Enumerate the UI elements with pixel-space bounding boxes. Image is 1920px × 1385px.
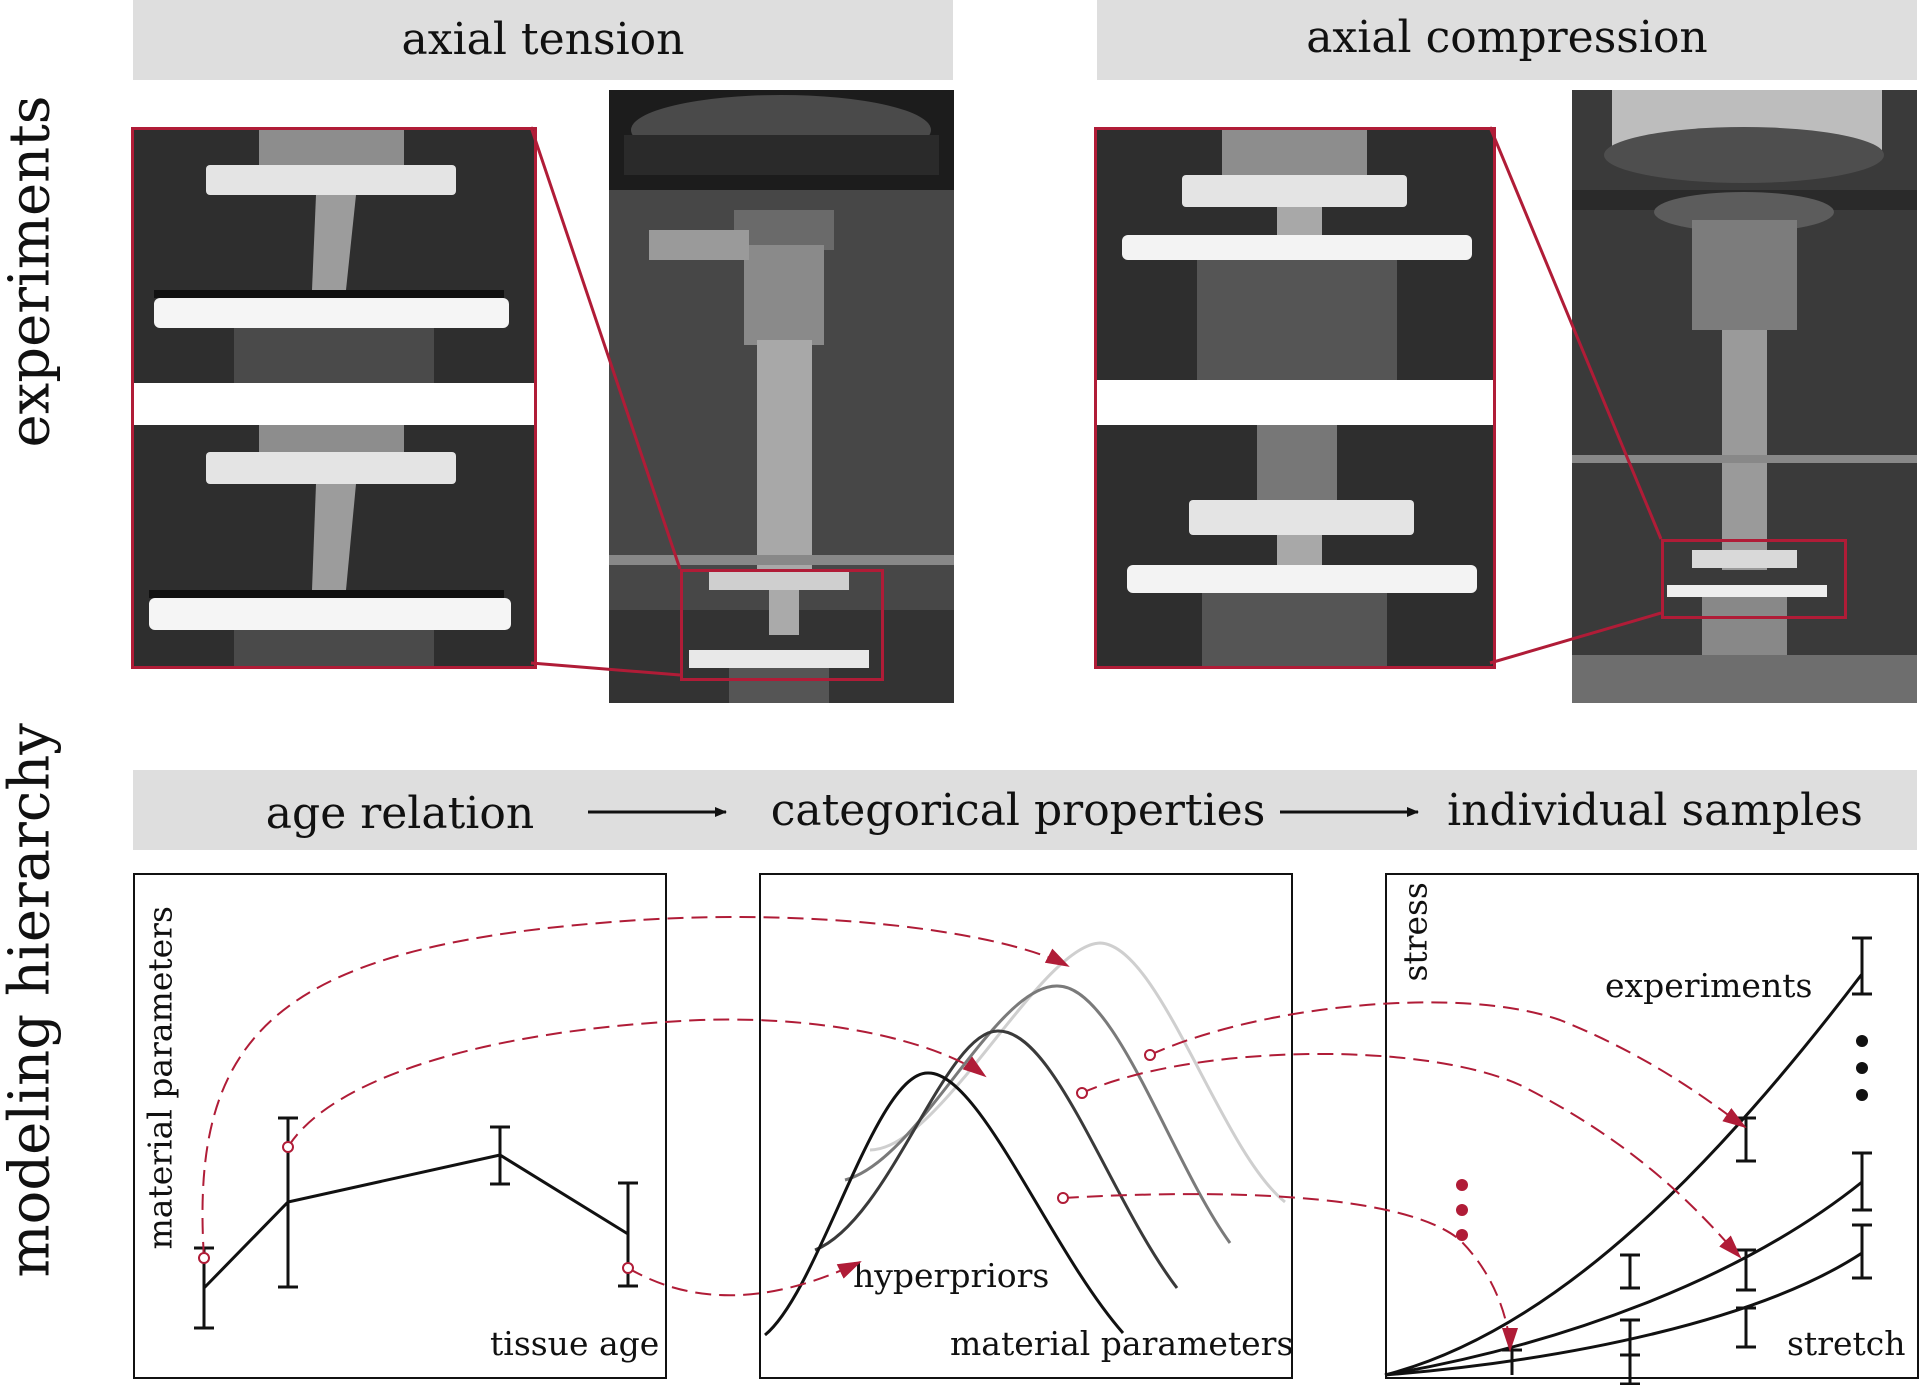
tension-zoom-box	[680, 569, 884, 681]
compression-machine-photo	[1572, 90, 1917, 703]
hierarchy-age-relation: age relation	[265, 788, 535, 839]
right-panel-ylabel: stress	[1395, 882, 1435, 982]
tension-inset-drawing	[134, 130, 534, 666]
compression-inset-drawing	[1097, 130, 1493, 666]
left-panel-xlabel: tissue age	[490, 1324, 660, 1363]
right-panel-xlabel: stretch	[1787, 1324, 1906, 1363]
compression-inset	[1094, 127, 1496, 669]
tension-inset	[131, 127, 537, 669]
hierarchy-bar	[133, 770, 1917, 850]
age-relation-panel	[133, 873, 667, 1379]
tension-title-bar	[133, 0, 953, 80]
compression-zoom-box	[1661, 539, 1847, 619]
row-label-experiments: experiments	[0, 95, 63, 448]
hierarchy-categorical-properties: categorical properties	[770, 785, 1266, 836]
compression-machine-drawing	[1572, 90, 1917, 703]
left-panel-ylabel: material parameters	[140, 906, 180, 1250]
individual-samples-panel	[1385, 873, 1919, 1379]
compression-title: axial compression	[1306, 12, 1708, 63]
categorical-panel	[759, 873, 1293, 1379]
row-label-modeling-hierarchy: modeling hierarchy	[0, 723, 63, 1278]
right-panel-experiments: experiments	[1605, 966, 1813, 1005]
middle-panel-xlabel: material parameters	[950, 1324, 1294, 1363]
tension-title: axial tension	[401, 14, 685, 65]
hierarchy-individual-samples: individual samples	[1447, 785, 1863, 836]
compression-title-bar	[1097, 0, 1917, 80]
middle-panel-hyperpriors: hyperpriors	[853, 1256, 1050, 1295]
